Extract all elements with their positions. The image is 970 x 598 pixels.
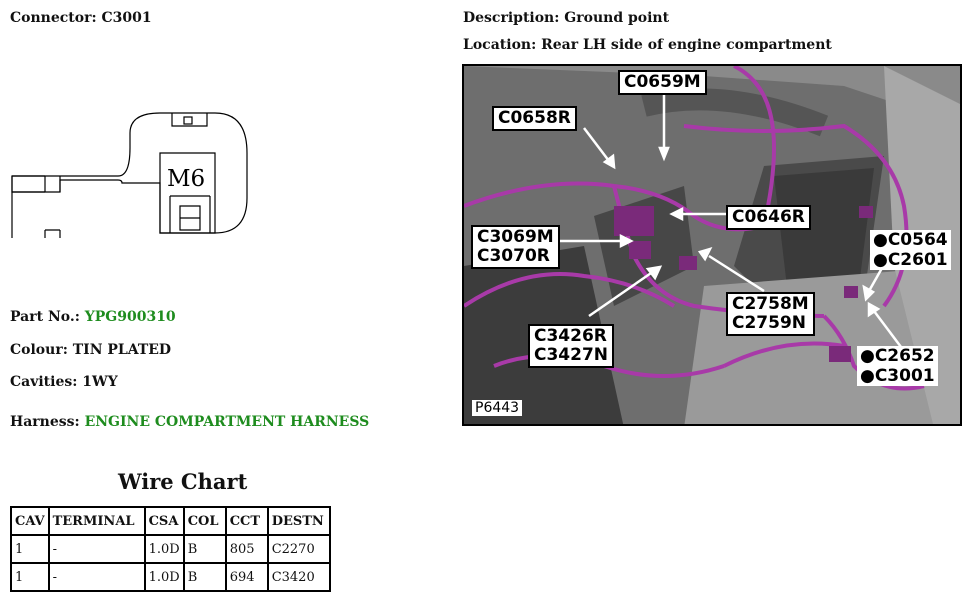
location-photo: C0659M C0658R C0646R C3069M C3070R ●C056… bbox=[462, 64, 962, 426]
part-no-label: Part No.: bbox=[10, 309, 80, 325]
cell-col: B bbox=[182, 562, 227, 592]
header-csa: CSA bbox=[143, 506, 185, 536]
callout-c3001: ●C3001 bbox=[860, 366, 935, 386]
cavities-info: Cavities: 1WY bbox=[10, 374, 118, 390]
callout-c2758m-c2759n: C2758M C2759N bbox=[726, 292, 815, 336]
cell-cav: 1 bbox=[10, 534, 50, 564]
connector-info: Connector: C3001 bbox=[10, 10, 152, 26]
cell-cct: 694 bbox=[224, 562, 269, 592]
location-value: Rear LH side of engine compartment bbox=[541, 37, 832, 53]
table-header-row: CAV TERMINAL CSA COL CCT DESTN bbox=[10, 506, 331, 536]
callout-c2652: ●C2652 bbox=[860, 346, 935, 366]
description-info: Description: Ground point bbox=[463, 10, 669, 26]
callout-c0564: ●C0564 bbox=[873, 230, 948, 250]
cavities-value: 1WY bbox=[82, 374, 118, 390]
part-no-value: YPG900310 bbox=[84, 309, 176, 325]
cell-terminal: - bbox=[47, 534, 146, 564]
table-row: 1 - 1.0D B 694 C3420 bbox=[10, 562, 331, 592]
callout-c3426r-c3427n: C3426R C3427N bbox=[528, 324, 615, 368]
connector-drawing-text: M6 bbox=[167, 166, 205, 192]
callout-c2601: ●C2601 bbox=[873, 250, 948, 270]
engine-bay-illustration bbox=[464, 66, 960, 424]
callout-c0564-c2601: ●C0564 ●C2601 bbox=[870, 230, 951, 270]
description-label: Description: bbox=[463, 10, 560, 26]
wire-chart-table: CAV TERMINAL CSA COL CCT DESTN 1 - 1.0D … bbox=[10, 506, 331, 592]
callout-c2652-c3001: ●C2652 ●C3001 bbox=[857, 346, 938, 386]
callout-c3426r: C3426R bbox=[534, 326, 607, 346]
callout-c0646r: C0646R bbox=[726, 205, 811, 230]
location-info: Location: Rear LH side of engine compart… bbox=[463, 37, 832, 53]
wire-chart-title: Wire Chart bbox=[118, 469, 248, 494]
description-value: Ground point bbox=[564, 10, 670, 26]
header-cct: CCT bbox=[224, 506, 269, 536]
colour-label: Colour: bbox=[10, 342, 68, 358]
callout-c0659m: C0659M bbox=[618, 70, 707, 95]
harness-value: ENGINE COMPARTMENT HARNESS bbox=[84, 414, 370, 430]
cell-terminal: - bbox=[47, 562, 146, 592]
callout-c0658r: C0658R bbox=[492, 106, 577, 131]
callout-c3069m: C3069M bbox=[477, 227, 554, 247]
photo-ref: P6443 bbox=[472, 400, 523, 416]
connector-drawing: M6 bbox=[11, 112, 248, 238]
part-no-info: Part No.: YPG900310 bbox=[10, 309, 176, 325]
callout-c2758m: C2758M bbox=[732, 294, 809, 314]
cell-csa: 1.0D bbox=[143, 562, 185, 592]
harness-info: Harness: ENGINE COMPARTMENT HARNESS bbox=[10, 414, 369, 430]
colour-value: TIN PLATED bbox=[72, 342, 172, 358]
header-terminal: TERMINAL bbox=[47, 506, 146, 536]
cell-col: B bbox=[182, 534, 227, 564]
cavities-label: Cavities: bbox=[10, 374, 78, 390]
cell-destn: C3420 bbox=[266, 562, 331, 592]
header-destn: DESTN bbox=[266, 506, 331, 536]
cell-cav: 1 bbox=[10, 562, 50, 592]
connector-value: C3001 bbox=[101, 10, 152, 26]
connector-label: Connector: bbox=[10, 10, 97, 26]
cell-csa: 1.0D bbox=[143, 534, 185, 564]
location-label: Location: bbox=[463, 37, 537, 53]
cell-cct: 805 bbox=[224, 534, 269, 564]
header-cav: CAV bbox=[10, 506, 50, 536]
callout-c3070r: C3070R bbox=[477, 246, 550, 266]
cell-destn: C2270 bbox=[266, 534, 331, 564]
table-row: 1 - 1.0D B 805 C2270 bbox=[10, 534, 331, 564]
callout-c2759n: C2759N bbox=[732, 313, 807, 333]
callout-c3069m-c3070r: C3069M C3070R bbox=[471, 225, 560, 269]
harness-label: Harness: bbox=[10, 414, 80, 430]
callout-c3427n: C3427N bbox=[534, 345, 609, 365]
colour-info: Colour: TIN PLATED bbox=[10, 342, 171, 358]
header-col: COL bbox=[182, 506, 227, 536]
